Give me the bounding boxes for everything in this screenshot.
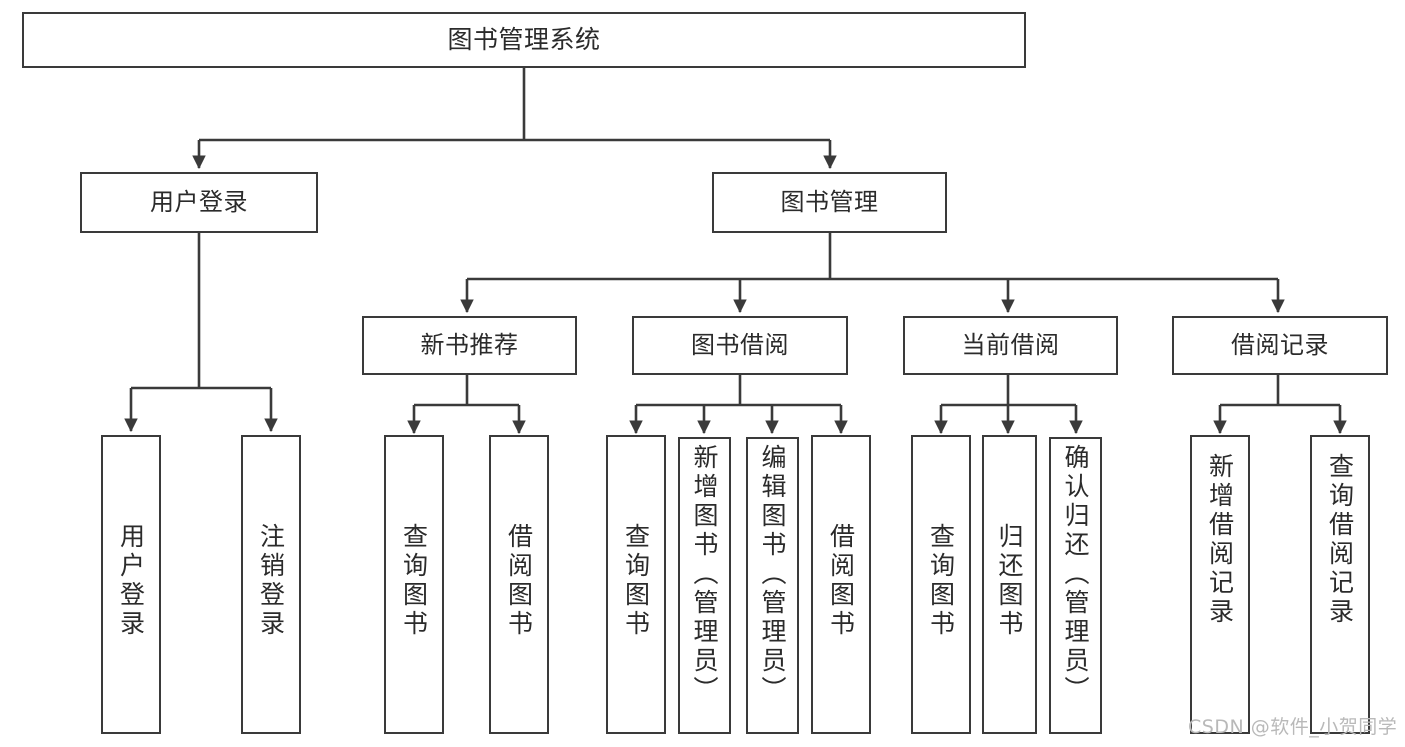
node-new-book-recommend-label: 新书推荐 bbox=[420, 331, 519, 360]
watermark-text: CSDN @软件_小贺同学 bbox=[1188, 716, 1398, 738]
node-user-login-label: 用户登录 bbox=[150, 188, 248, 217]
leaf-current-query-book[interactable]: 查询图书 bbox=[911, 435, 971, 734]
node-new-book-recommend[interactable]: 新书推荐 bbox=[362, 316, 577, 375]
leaf-user-login-logout-label: 注销登录 bbox=[256, 523, 286, 639]
node-root[interactable]: 图书管理系统 bbox=[22, 12, 1026, 68]
node-user-login[interactable]: 用户登录 bbox=[80, 172, 318, 233]
leaf-user-login-login[interactable]: 用户登录 bbox=[101, 435, 161, 734]
leaf-current-return-book[interactable]: 归还图书 bbox=[982, 435, 1037, 734]
leaf-records-add-record-label: 新增借阅记录 bbox=[1205, 453, 1235, 627]
leaf-borrow-add-book-admin-label: 新增图书（管理员） bbox=[690, 444, 719, 705]
node-book-borrow[interactable]: 图书借阅 bbox=[632, 316, 848, 375]
node-book-borrow-label: 图书借阅 bbox=[691, 331, 789, 360]
leaf-borrow-edit-book-admin-label: 编辑图书（管理员） bbox=[758, 444, 787, 705]
leaf-recommend-query-book-label: 查询图书 bbox=[399, 523, 429, 639]
leaf-borrow-borrow-book-label: 借阅图书 bbox=[826, 523, 856, 639]
node-book-management[interactable]: 图书管理 bbox=[712, 172, 947, 233]
node-root-label: 图书管理系统 bbox=[447, 25, 601, 55]
leaf-borrow-edit-book-admin[interactable]: 编辑图书（管理员） bbox=[746, 437, 799, 734]
node-book-management-label: 图书管理 bbox=[780, 188, 879, 217]
leaf-borrow-borrow-book[interactable]: 借阅图书 bbox=[811, 435, 871, 734]
leaf-current-query-book-label: 查询图书 bbox=[926, 523, 956, 639]
leaf-borrow-add-book-admin[interactable]: 新增图书（管理员） bbox=[678, 437, 731, 734]
leaf-recommend-borrow-book-label: 借阅图书 bbox=[504, 523, 534, 639]
leaf-user-login-login-label: 用户登录 bbox=[116, 523, 146, 639]
leaf-recommend-borrow-book[interactable]: 借阅图书 bbox=[489, 435, 549, 734]
leaf-current-return-book-label: 归还图书 bbox=[995, 523, 1024, 639]
leaf-borrow-query-book[interactable]: 查询图书 bbox=[606, 435, 666, 734]
node-borrow-records[interactable]: 借阅记录 bbox=[1172, 316, 1388, 375]
leaf-records-query-record-label: 查询借阅记录 bbox=[1325, 453, 1355, 627]
leaf-user-login-logout[interactable]: 注销登录 bbox=[241, 435, 301, 734]
leaf-recommend-query-book[interactable]: 查询图书 bbox=[384, 435, 444, 734]
leaf-records-add-record[interactable]: 新增借阅记录 bbox=[1190, 435, 1250, 734]
leaf-borrow-query-book-label: 查询图书 bbox=[621, 523, 651, 639]
leaf-current-confirm-return-admin[interactable]: 确认归还（管理员） bbox=[1049, 437, 1102, 734]
leaf-records-query-record[interactable]: 查询借阅记录 bbox=[1310, 435, 1370, 734]
node-borrow-records-label: 借阅记录 bbox=[1231, 331, 1329, 360]
node-current-borrow-label: 当前借阅 bbox=[961, 331, 1060, 360]
node-current-borrow[interactable]: 当前借阅 bbox=[903, 316, 1118, 375]
leaf-current-confirm-return-admin-label: 确认归还（管理员） bbox=[1061, 444, 1090, 705]
